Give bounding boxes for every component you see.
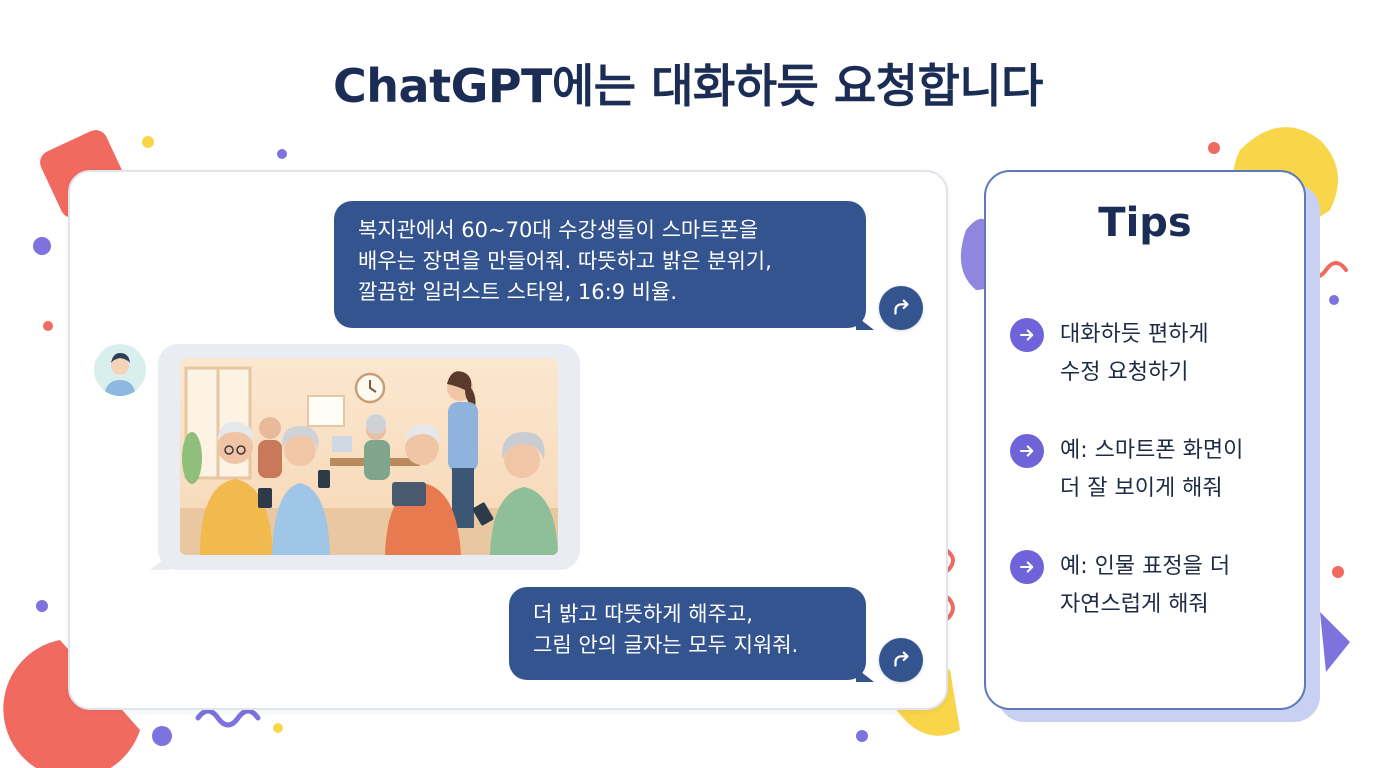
tips-title: Tips <box>1098 200 1192 246</box>
send-button[interactable] <box>879 286 923 330</box>
tip-line: 예: 인물 표정을 더 <box>1060 554 1231 579</box>
curved-arrow-icon <box>894 299 909 315</box>
tip-line: 예: 스마트폰 화면이 <box>1060 438 1244 463</box>
tip-line: 더 잘 보이게 해줘 <box>1060 476 1223 501</box>
arrow-right-icon <box>1010 318 1044 352</box>
message-line: 깔끔한 일러스트 스타일, 16:9 비율. <box>358 280 678 304</box>
tip-line: 수정 요청하기 <box>1060 360 1189 385</box>
seniors-learning-smartphones-illustration[interactable] <box>180 358 558 555</box>
page-title: ChatGPT에는 대화하듯 요청합니다 <box>333 59 1043 113</box>
curved-arrow-icon <box>894 651 909 667</box>
send-button[interactable] <box>879 638 923 682</box>
arrow-right-icon <box>1010 434 1044 468</box>
user-message-bubble: 더 밝고 따뜻하게 해주고, 그림 안의 글자는 모두 지워줘. <box>509 587 874 682</box>
message-line: 그림 안의 글자는 모두 지워줘. <box>533 633 799 657</box>
tip-line: 자연스럽게 해줘 <box>1060 592 1209 617</box>
arrow-right-icon <box>1010 550 1044 584</box>
message-line: 배우는 장면을 만들어줘. 따뜻하고 밝은 분위기, <box>358 249 772 273</box>
message-line: 복지관에서 60~70대 수강생들이 스마트폰을 <box>358 218 759 242</box>
assistant-avatar-icon <box>94 344 146 396</box>
user-message-bubble: 복지관에서 60~70대 수강생들이 스마트폰을 배우는 장면을 만들어줘. 따… <box>334 201 874 330</box>
message-line: 더 밝고 따뜻하게 해주고, <box>533 602 753 626</box>
tip-line: 대화하듯 편하게 <box>1060 322 1209 347</box>
